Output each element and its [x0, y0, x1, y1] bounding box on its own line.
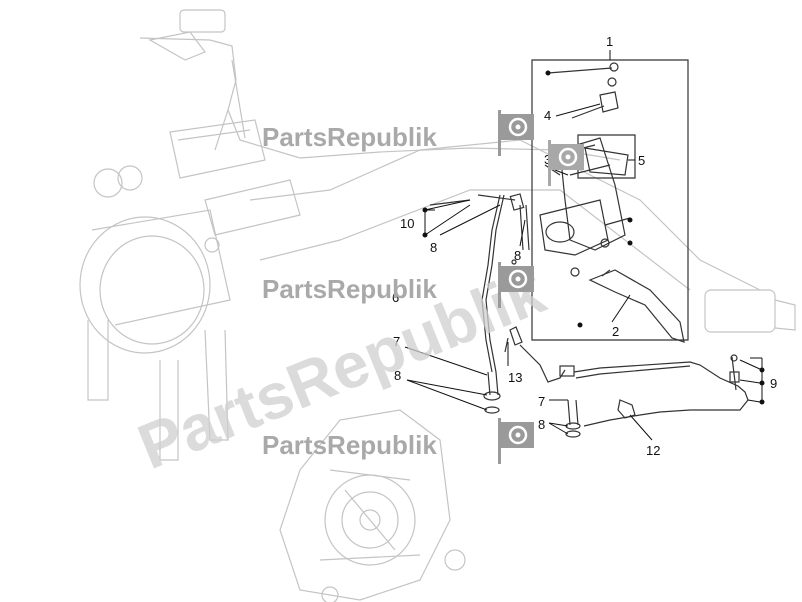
leader-dots — [422, 70, 765, 405]
callout-8d: 8 — [538, 417, 545, 432]
callout-4: 4 — [544, 108, 551, 123]
callout-12: 12 — [646, 443, 660, 458]
callout-9: 9 — [770, 376, 777, 391]
callout-6: 6 — [392, 290, 399, 305]
callout-7b: 7 — [538, 394, 545, 409]
watermark-2: PartsRepublik — [262, 262, 534, 308]
watermark-text-2: PartsRepublik — [262, 274, 437, 304]
flag-gear-icon — [498, 110, 534, 156]
group-box-1 — [531, 59, 689, 341]
callout-5: 5 — [638, 153, 645, 168]
parts-illustration — [429, 59, 749, 438]
watermark-text-3: PartsRepublik — [262, 430, 437, 460]
flag-gear-icon — [498, 262, 534, 308]
callout-3: 3 — [544, 152, 551, 167]
callout-8b: 8 — [514, 248, 521, 263]
callout-13: 13 — [508, 370, 522, 385]
callout-2: 2 — [612, 324, 619, 339]
callout-8a: 8 — [430, 240, 437, 255]
callout-1: 1 — [606, 34, 613, 49]
callout-10: 10 — [400, 216, 414, 231]
flag-gear-icon — [548, 140, 584, 186]
leader-lines — [404, 50, 763, 441]
flag-gear-icon — [498, 418, 534, 464]
callout-7a: 7 — [393, 334, 400, 349]
watermark-1: PartsRepublik — [262, 110, 534, 156]
motorcycle-outline — [79, 9, 796, 602]
watermark-3: PartsRepublik — [262, 418, 534, 464]
callout-labels: 1 2 3 4 5 6 7 7 8 8 8 8 9 10 12 13 — [392, 34, 777, 458]
watermark-layer: PartsRepublik PartsRepublik PartsRepubli… — [128, 110, 584, 483]
watermark-text-1: PartsRepublik — [262, 122, 437, 152]
callout-8c: 8 — [394, 368, 401, 383]
